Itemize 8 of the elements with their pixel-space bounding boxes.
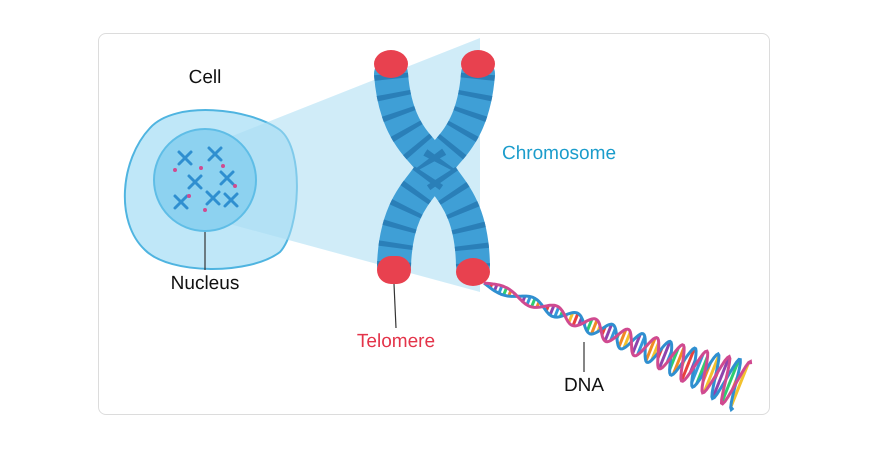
leader-line — [583, 342, 585, 372]
leader-line — [204, 232, 206, 270]
part-label: Chromosome — [500, 142, 618, 166]
part-label: Nucleus — [170, 272, 240, 296]
leader-line — [393, 284, 397, 328]
part-label: DNA — [564, 374, 604, 398]
part-label: Cell — [188, 66, 222, 90]
part-label: Telomere — [356, 330, 436, 354]
